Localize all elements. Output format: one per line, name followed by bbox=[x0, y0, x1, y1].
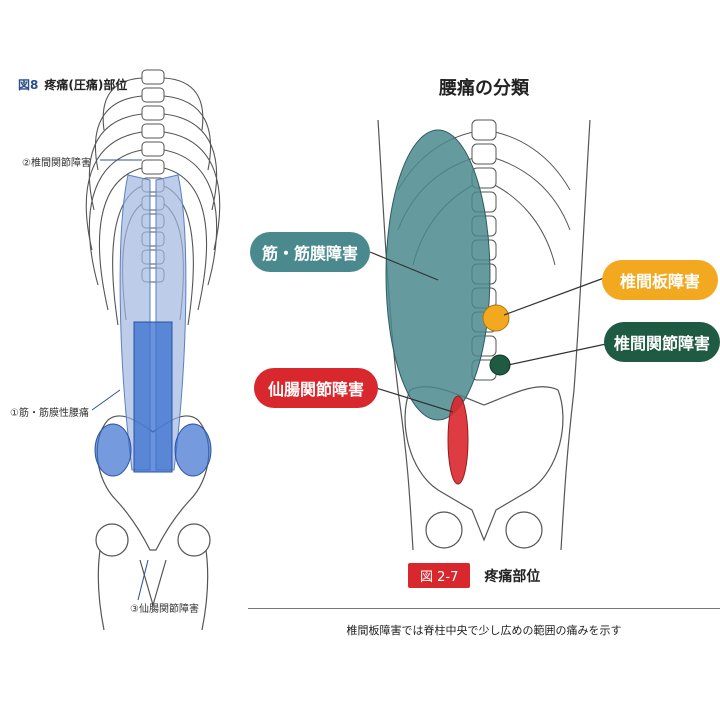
facet-region bbox=[489, 354, 511, 376]
right-figure-title: 腰痛の分類 bbox=[439, 78, 529, 99]
caption-title: 疼痛部位 bbox=[484, 568, 541, 585]
label-muscle-fascia: ①筋・筋膜性腰痛 bbox=[10, 408, 89, 419]
lumbar-pain-diagram bbox=[369, 119, 607, 551]
left-figure-title: 図8 疼痛(圧痛)部位 bbox=[18, 76, 127, 93]
divider-line bbox=[248, 608, 720, 609]
left-figure-panel: 図8 疼痛(圧痛)部位 ②椎間関節障害 ①筋・筋膜性腰痛 ③仙腸関節障害 bbox=[0, 60, 250, 630]
left-figure-caption: 疼痛(圧痛)部位 bbox=[44, 78, 128, 92]
label-sacroiliac-disorder: 仙腸関節障害 bbox=[254, 368, 378, 408]
figure-caption: 図 2-7 疼痛部位 bbox=[408, 563, 540, 588]
label-disc-disorder: 椎間板障害 bbox=[602, 260, 718, 300]
spine-back-illustration bbox=[85, 69, 221, 630]
caption-figure-number: 図 2-7 bbox=[408, 563, 471, 588]
paraspinal-muscle-highlight bbox=[94, 174, 212, 477]
disc-region bbox=[482, 304, 510, 332]
muscle-fascia-region bbox=[385, 129, 491, 421]
left-figure-number: 図8 bbox=[18, 78, 39, 92]
footnote-text: 椎間板障害では脊柱中央で少し広めの範囲の痛みを示す bbox=[346, 624, 622, 637]
right-figure-panel: 腰痛の分類 bbox=[248, 60, 720, 660]
label-facet-disorder: 椎間関節障害 bbox=[604, 322, 720, 362]
label-facet-joint: ②椎間関節障害 bbox=[22, 158, 91, 169]
label-sacroiliac-joint: ③仙腸関節障害 bbox=[130, 604, 199, 615]
label-muscle-fascia-disorder: 筋・筋膜障害 bbox=[250, 232, 370, 272]
sacroiliac-region bbox=[447, 395, 469, 485]
